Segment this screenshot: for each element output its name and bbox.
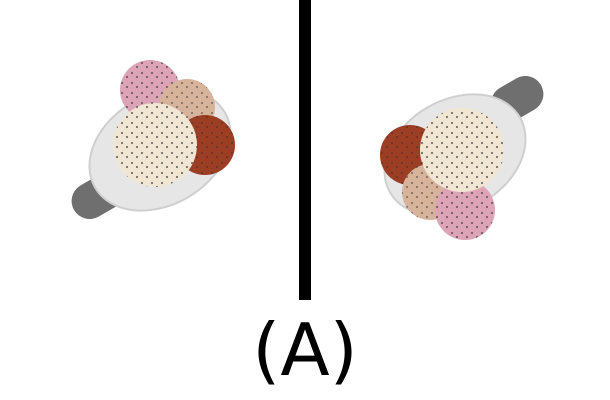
ice-cream-bowl-icon — [71, 60, 235, 219]
left-view-panel — [0, 0, 300, 300]
ice-cream-bowl-icon — [380, 76, 544, 240]
vertical-divider — [299, 0, 311, 300]
figure-caption: (A) — [252, 308, 358, 392]
right-view-panel — [310, 0, 610, 300]
